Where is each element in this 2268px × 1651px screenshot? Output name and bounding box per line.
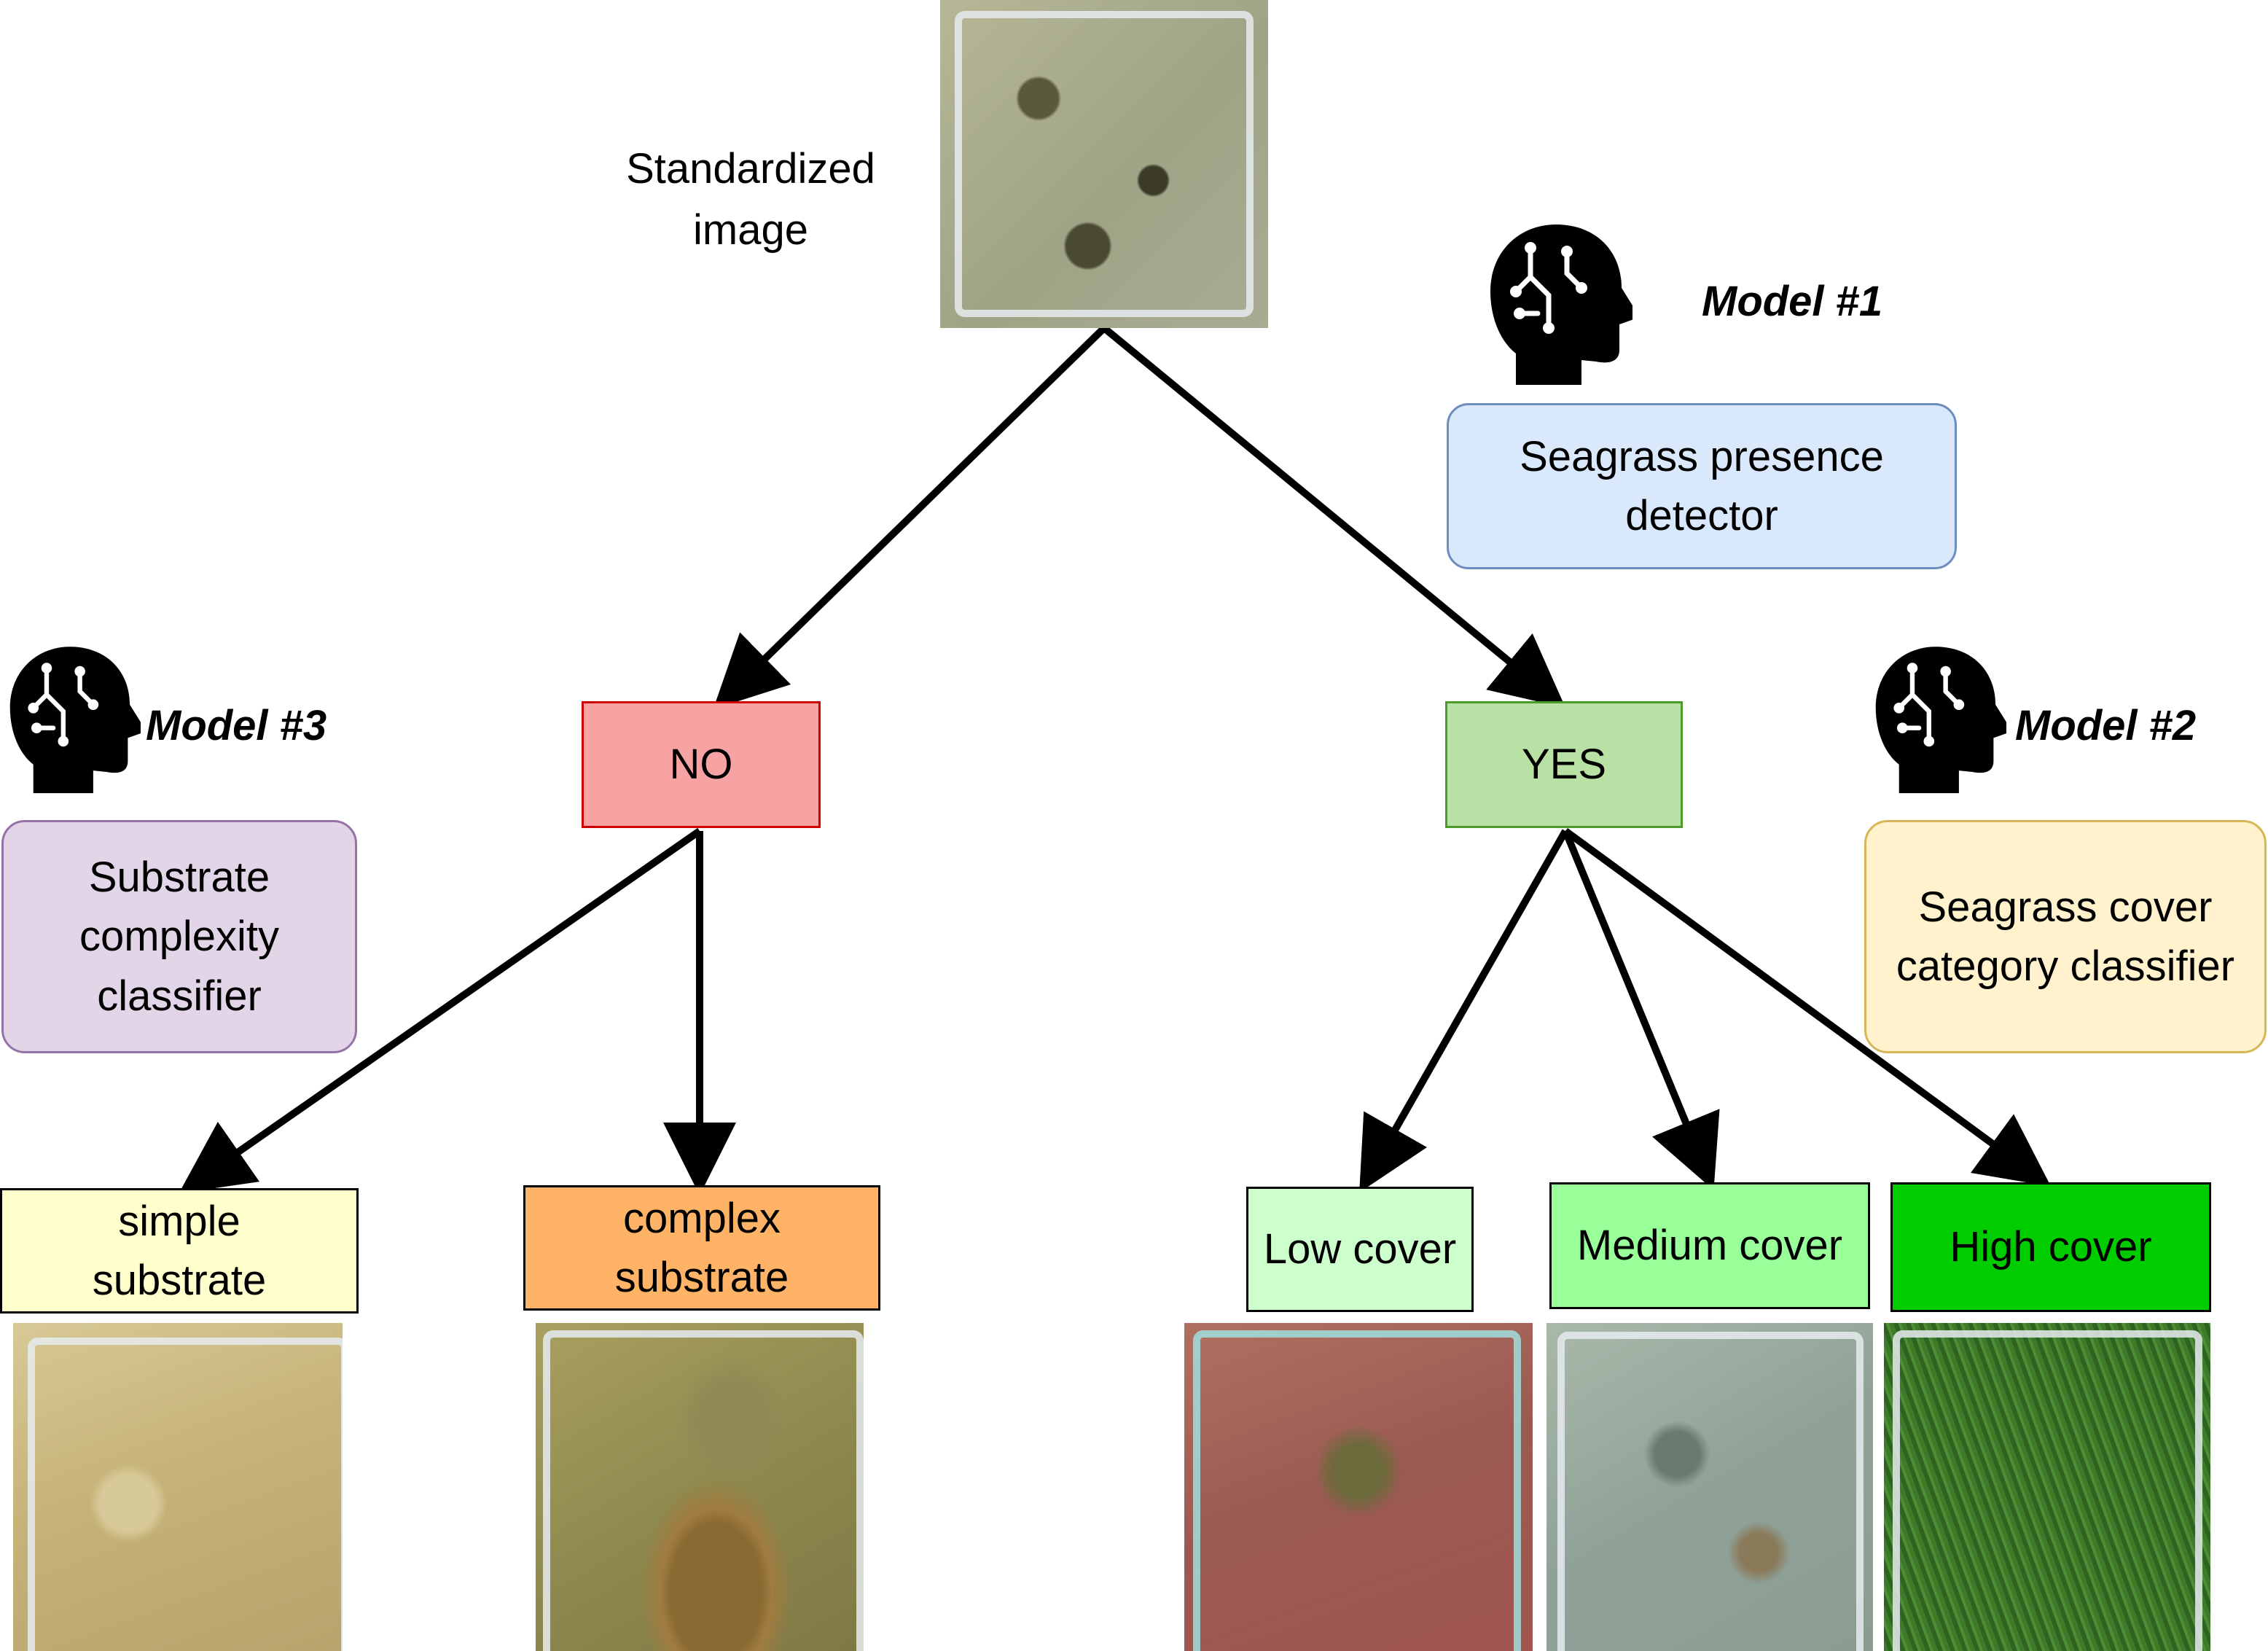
high-cover-photo — [1884, 1323, 2210, 1651]
model-3-desc-line3: classifier — [97, 972, 262, 1020]
arrow-no-to-simple — [179, 827, 702, 1194]
arrow-yes-to-low — [1359, 829, 1569, 1193]
model-2-desc-line1: Seagrass cover — [1918, 883, 2213, 931]
simple-substrate-photo — [13, 1323, 343, 1651]
outcome-simple-line2: substrate — [92, 1257, 267, 1304]
decision-no-box: NO — [582, 701, 821, 828]
quadrat-frame — [955, 11, 1254, 317]
root-label: Standardized image — [568, 138, 933, 261]
outcome-medium-cover: Medium cover — [1549, 1182, 1870, 1309]
outcome-high-label: High cover — [1950, 1223, 2152, 1271]
outcome-low-cover: Low cover — [1246, 1187, 1474, 1312]
quadrat-frame — [1557, 1332, 1864, 1651]
model-1-box: Seagrass presence detector — [1447, 403, 1957, 569]
outcome-complex-substrate: complex substrate — [523, 1185, 880, 1311]
model-3-box: Substrate complexity classifier — [1, 820, 357, 1053]
model-3-desc-line2: complexity — [79, 913, 279, 961]
arrow-yes-to-high — [1563, 827, 2052, 1187]
brain-head-icon — [1875, 647, 2006, 794]
root-label-line1: Standardized — [626, 145, 875, 192]
brain-head-icon — [9, 647, 141, 794]
standardized-image — [940, 0, 1268, 328]
brain-head-icon — [1490, 225, 1632, 385]
complex-substrate-photo — [536, 1323, 864, 1651]
outcome-complex-line1: complex — [623, 1194, 781, 1242]
quadrat-frame — [28, 1338, 343, 1651]
outcome-complex-line2: substrate — [614, 1254, 789, 1301]
model-1-desc-line2: detector — [1625, 492, 1778, 539]
decision-yes-label: YES — [1521, 741, 1607, 789]
outcome-high-cover: High cover — [1890, 1182, 2211, 1312]
model-2-desc-line2: category classifier — [1896, 942, 2235, 990]
model-2-box: Seagrass cover category classifier — [1864, 820, 2267, 1053]
model-3-desc-line1: Substrate — [88, 854, 270, 902]
outcome-medium-label: Medium cover — [1576, 1222, 1843, 1270]
arrow-yes-to-medium — [1562, 830, 1720, 1190]
quadrat-frame — [543, 1330, 864, 1651]
arrow-root-to-no — [713, 325, 1107, 709]
decision-no-label: NO — [669, 741, 733, 789]
decision-yes-box: YES — [1445, 701, 1683, 828]
arrow-root-to-yes — [1101, 325, 1566, 709]
root-label-line2: image — [693, 206, 808, 254]
medium-cover-photo — [1546, 1323, 1873, 1651]
model-3-label: Model #3 — [146, 702, 327, 749]
quadrat-frame — [1893, 1330, 2202, 1651]
model-2-label: Model #2 — [2015, 702, 2197, 749]
outcome-low-label: Low cover — [1263, 1225, 1457, 1273]
outcome-simple-line1: simple — [118, 1197, 241, 1245]
model-1-desc-line1: Seagrass presence — [1520, 432, 1884, 480]
quadrat-frame — [1193, 1330, 1521, 1651]
model-1-label: Model #1 — [1702, 278, 1883, 325]
low-cover-photo — [1184, 1323, 1533, 1651]
outcome-simple-substrate: simple substrate — [0, 1188, 359, 1314]
